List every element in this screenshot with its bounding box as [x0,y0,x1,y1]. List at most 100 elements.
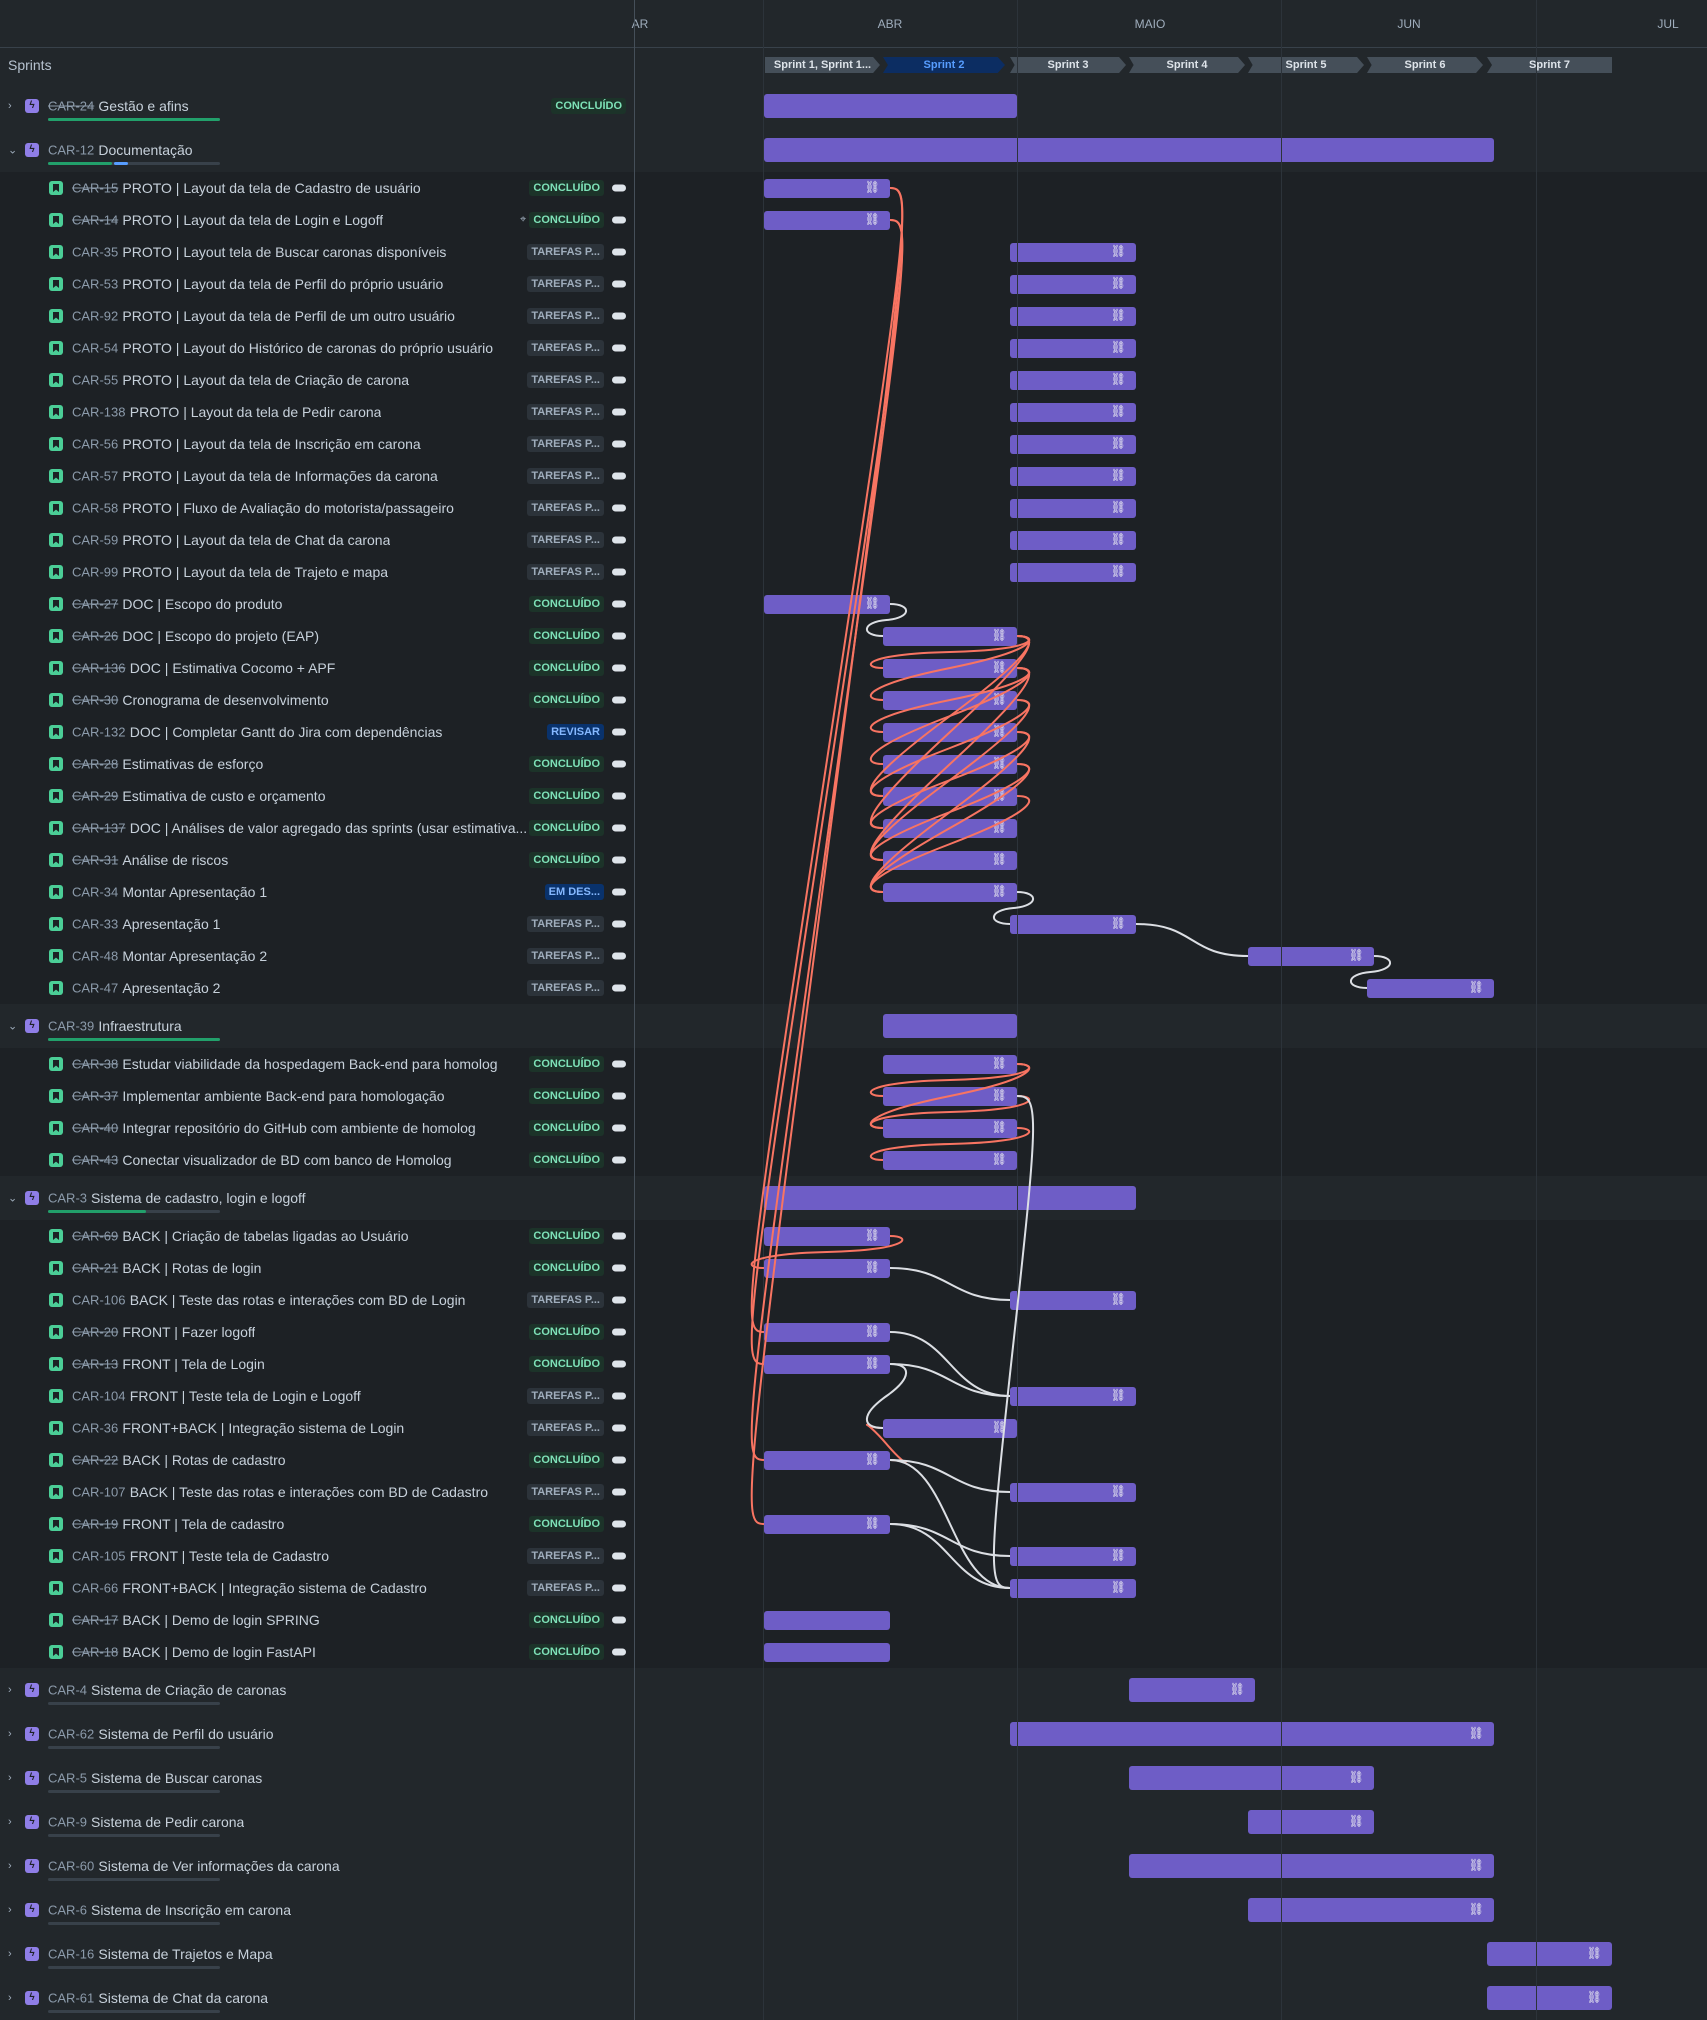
dependency-line[interactable] [869,635,1031,669]
dependency-line[interactable] [869,667,1031,861]
status-badge[interactable]: CONCLUÍDO [529,1356,604,1372]
dependency-line[interactable] [869,635,1031,701]
status-badge[interactable]: CONCLUÍDO [529,628,604,644]
sprint-chip[interactable]: Sprint 1, Sprint 1... [765,57,880,73]
timeline-bar[interactable]: ⛓ [764,1450,890,1470]
issue-key[interactable]: CAR-53 [72,276,119,292]
link-icon[interactable]: ⛓ [1348,1770,1364,1784]
issue-key[interactable]: CAR-31 [72,852,119,868]
issue-key[interactable]: CAR-9 [48,1814,88,1830]
issue-key[interactable]: CAR-6 [48,1902,88,1918]
dependency-line[interactable] [889,1459,1011,1493]
link-icon[interactable]: ⛓ [991,788,1007,802]
link-icon[interactable]: ⛓ [1110,1388,1126,1402]
link-icon[interactable]: ⛓ [864,1356,880,1370]
dependency-line[interactable] [869,763,1031,893]
issue-key[interactable]: CAR-24 [48,98,95,114]
issue-key[interactable]: CAR-26 [72,628,119,644]
issue-key[interactable]: CAR-4 [48,1682,88,1698]
status-badge[interactable]: CONCLUÍDO [529,820,604,836]
status-badge[interactable]: TAREFAS P... [527,1292,604,1308]
link-icon[interactable]: ⛓ [864,1516,880,1530]
status-badge[interactable]: TAREFAS P... [527,980,604,996]
timeline-bar[interactable]: ⛓ [883,1150,1017,1170]
link-icon[interactable]: ⛓ [1468,980,1484,994]
link-icon[interactable]: ⛓ [1110,564,1126,578]
status-badge[interactable]: CONCLUÍDO [529,1452,604,1468]
dependency-line[interactable] [889,1459,1011,1589]
timeline-bar[interactable]: ⛓ [764,1258,890,1278]
issue-key[interactable]: CAR-54 [72,340,119,356]
status-badge[interactable]: TAREFAS P... [527,244,604,260]
timeline-bar[interactable]: ⛓ [1010,242,1136,262]
timeline-bar[interactable]: ⛓ [1367,978,1494,998]
issue-key[interactable]: CAR-29 [72,788,119,804]
link-icon[interactable]: ⛓ [1586,1946,1602,1960]
timeline-bar[interactable] [764,1642,890,1662]
timeline-bar[interactable]: ⛓ [1248,1898,1494,1922]
link-icon[interactable]: ⛓ [1468,1858,1484,1872]
chevron-right-icon[interactable]: › [8,1992,12,2004]
status-badge[interactable]: CONCLUÍDO [529,1324,604,1340]
issue-key[interactable]: CAR-12 [48,142,95,158]
dependency-line[interactable] [889,1523,1011,1589]
timeline-bar[interactable]: ⛓ [1010,274,1136,294]
issue-key[interactable]: CAR-34 [72,884,119,900]
chevron-down-icon[interactable]: ⌄ [8,144,18,157]
sprint-chip[interactable]: Sprint 4 [1129,57,1245,73]
timeline-bar[interactable]: ⛓ [1010,1546,1136,1566]
issue-key[interactable]: CAR-106 [72,1292,126,1308]
issue-key[interactable]: CAR-33 [72,916,119,932]
sprint-chip[interactable]: Sprint 6 [1367,57,1483,73]
timeline-bar[interactable]: ⛓ [1010,338,1136,358]
status-badge[interactable]: CONCLUÍDO [529,1120,604,1136]
link-icon[interactable]: ⛓ [991,884,1007,898]
status-badge[interactable]: TAREFAS P... [527,1580,604,1596]
link-icon[interactable]: ⛓ [1348,948,1364,962]
link-icon[interactable]: ⛓ [1110,308,1126,322]
status-badge[interactable]: CONCLUÍDO [529,1088,604,1104]
issue-key[interactable]: CAR-138 [72,404,126,420]
timeline-bar[interactable]: ⛓ [1010,1578,1136,1598]
timeline-bar[interactable]: ⛓ [764,1322,890,1342]
issue-key[interactable]: CAR-132 [72,724,126,740]
status-badge[interactable]: TAREFAS P... [527,916,604,932]
link-icon[interactable]: ⛓ [1110,1548,1126,1562]
dependency-line[interactable] [889,1267,1011,1301]
link-icon[interactable]: ⛓ [1348,1814,1364,1828]
link-icon[interactable]: ⛓ [1110,1292,1126,1306]
dependency-line[interactable] [1135,923,1249,957]
chevron-down-icon[interactable]: ⌄ [8,1020,18,1033]
link-icon[interactable]: ⛓ [991,692,1007,706]
issue-key[interactable]: CAR-137 [72,820,126,836]
dependency-line[interactable] [866,1423,907,1465]
timeline-bar[interactable]: ⛓ [1248,946,1374,966]
link-icon[interactable]: ⛓ [991,852,1007,866]
issue-key[interactable]: CAR-16 [48,1946,95,1962]
timeline-bar[interactable]: ⛓ [764,1514,890,1534]
timeline-bar[interactable] [764,1186,1136,1210]
timeline-bar[interactable]: ⛓ [1010,370,1136,390]
issue-key[interactable]: CAR-57 [72,468,119,484]
dependency-line[interactable] [750,219,904,1365]
chevron-right-icon[interactable]: › [8,100,12,112]
status-badge[interactable]: TAREFAS P... [527,564,604,580]
timeline-bar[interactable]: ⛓ [1129,1854,1494,1878]
timeline-bar[interactable]: ⛓ [1010,306,1136,326]
dependency-line[interactable] [1349,955,1392,989]
issue-key[interactable]: CAR-92 [72,308,119,324]
timeline-bar[interactable]: ⛓ [1010,1482,1136,1502]
